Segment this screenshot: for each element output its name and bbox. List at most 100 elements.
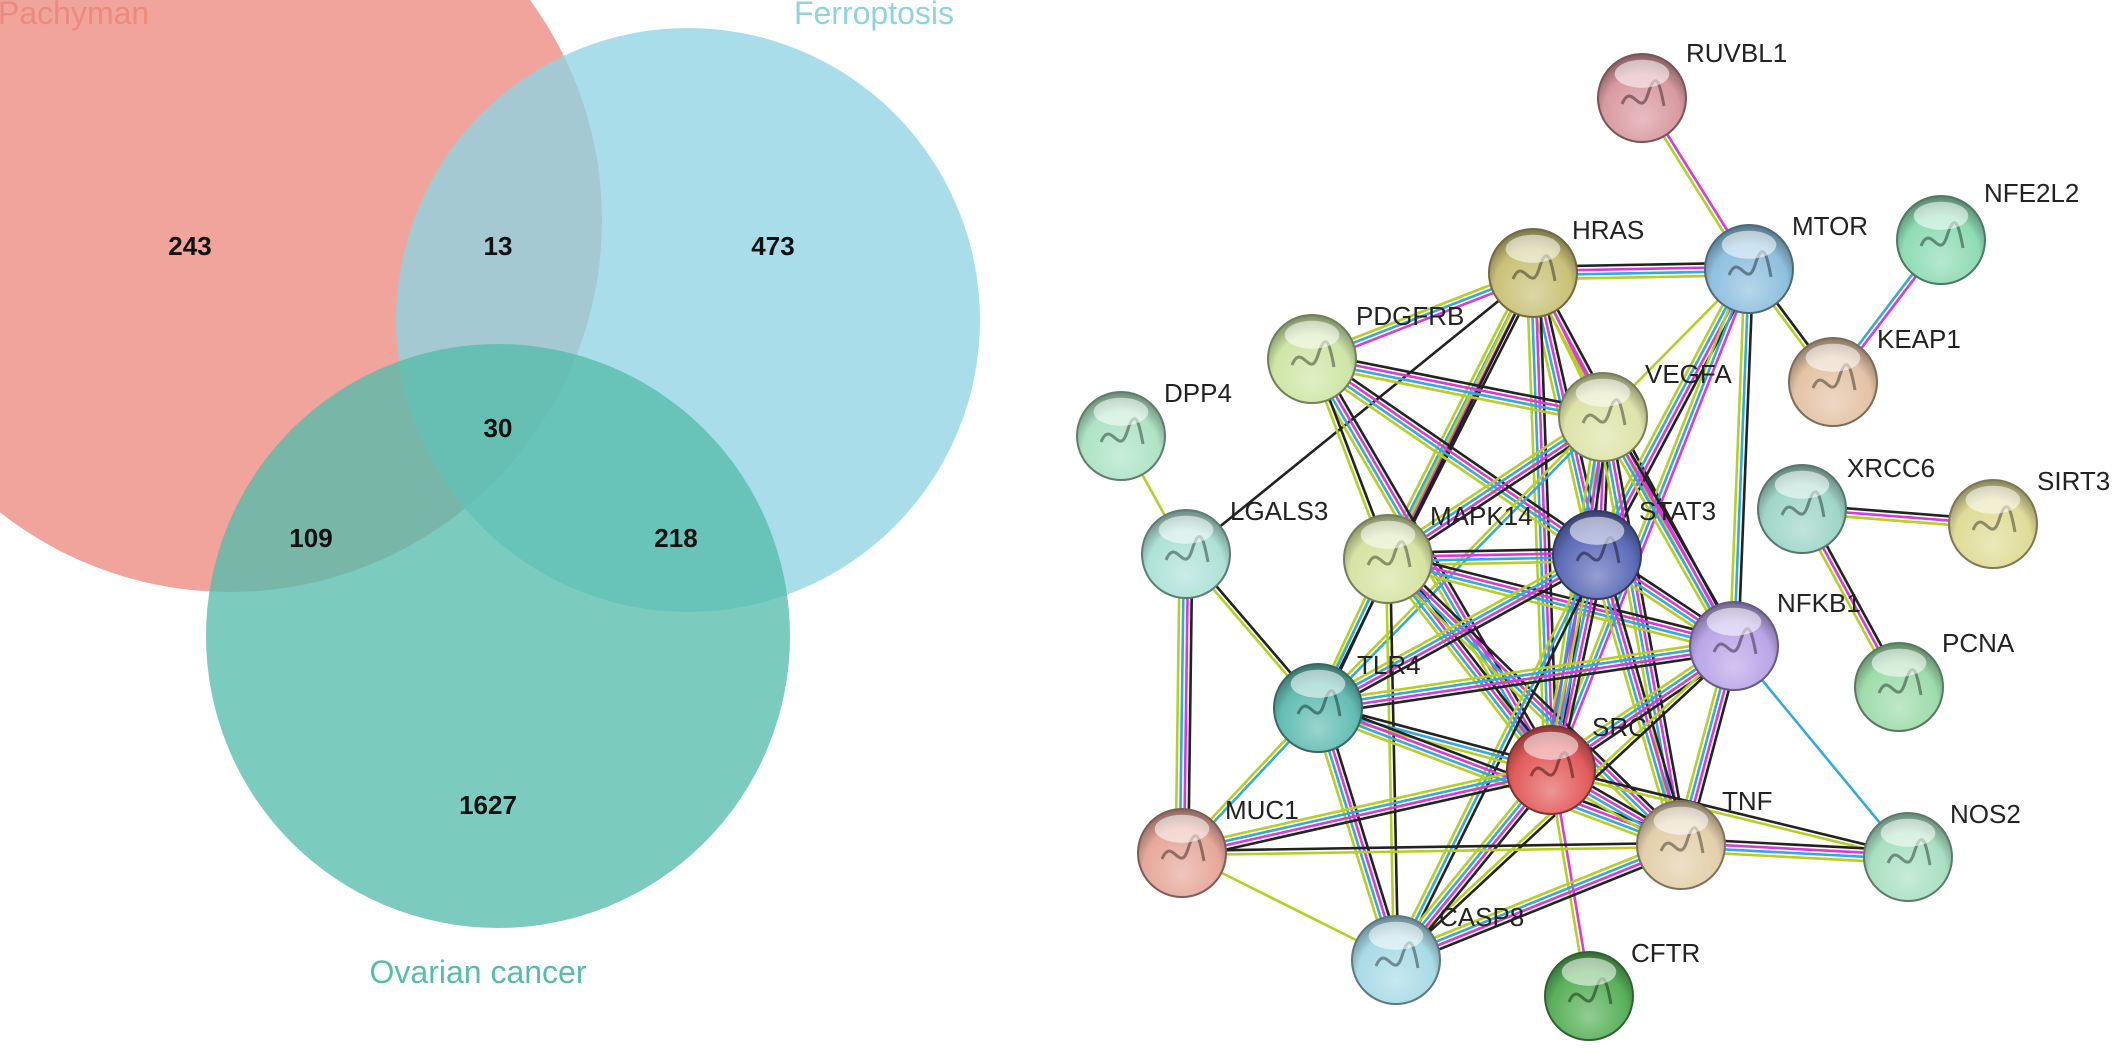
edge-line-yellow-green: [1307, 363, 1595, 562]
node-label-pcna: PCNA: [1942, 628, 2015, 658]
edge-line-yellow-green: [1315, 712, 1680, 853]
edge-line-cyan: [1394, 554, 1599, 961]
node-label-pdgfrb: PDGFRB: [1356, 301, 1464, 331]
protein-structure-icon: [1971, 505, 2017, 533]
node-ruvbl1[interactable]: RUVBL1: [1597, 38, 1787, 143]
edge-line-black: [1181, 841, 1682, 853]
node-label-vegfa: VEGFA: [1645, 359, 1732, 389]
node-gloss: [1706, 607, 1762, 636]
edge-line-cyan: [1181, 766, 1551, 853]
node-label-keap1: KEAP1: [1877, 324, 1961, 354]
node-pcna[interactable]: PCNA: [1854, 628, 2015, 732]
edge-hras-lgals3: [1185, 271, 1534, 556]
node-label-hras: HRAS: [1572, 215, 1644, 245]
edge-line-yellow-green: [1384, 558, 1396, 961]
node-label-dpp4: DPP4: [1164, 378, 1232, 408]
protein-structure-icon: [1575, 536, 1621, 564]
node-xrcc6[interactable]: XRCC6: [1757, 453, 1935, 554]
edge-line-magenta: [1312, 356, 1599, 555]
node-label-sirt3: SIRT3: [2037, 466, 2110, 496]
edge-line-cyan: [1311, 359, 1603, 421]
protein-structure-icon: [1164, 535, 1210, 563]
edge-line-black: [1736, 269, 1755, 647]
node-label-ruvbl1: RUVBL1: [1686, 38, 1787, 68]
venn-count-ferroptosis-only: 473: [751, 231, 794, 261]
protein-structure-icon: [1780, 490, 1826, 518]
venn-count-ferroptosis-ovarian: 218: [654, 523, 697, 553]
venn-count-pachyman-ovarian: 109: [289, 523, 332, 553]
edge-line-black: [1312, 351, 1605, 413]
protein-structure-icon: [1659, 826, 1705, 854]
edge-line-black: [1538, 272, 1559, 770]
edge-line-cyan: [1385, 559, 1681, 848]
protein-structure-icon: [1712, 627, 1758, 655]
edge-nfkb1-nos2: [1732, 645, 1910, 858]
node-label-nfe2l2: NFE2L2: [1984, 178, 2079, 208]
node-gloss: [1523, 731, 1579, 760]
node-nfkb1[interactable]: NFKB1: [1689, 588, 1861, 691]
venn-set-label-ferroptosis: Ferroptosis: [794, 0, 954, 31]
node-label-mapk14: MAPK14: [1430, 501, 1533, 531]
protein-structure-icon: [1099, 417, 1145, 445]
edge-line-yellow-green: [1382, 562, 1678, 851]
node-gloss: [1880, 818, 1936, 847]
node-gloss: [1569, 516, 1625, 545]
node-pdgfrb[interactable]: PDGFRB: [1267, 301, 1464, 404]
node-label-tlr4: TLR4: [1357, 650, 1421, 680]
venn-set-label-ovarian-cancer: Ovarian cancer: [370, 954, 587, 990]
node-gloss: [1154, 814, 1210, 843]
edge-line-cyan: [1178, 553, 1186, 854]
node-keap1[interactable]: KEAP1: [1788, 324, 1961, 427]
node-muc1[interactable]: MUC1: [1137, 795, 1299, 898]
edge-nfkb1-tlr4: [1316, 638, 1736, 716]
protein-structure-icon: [1296, 689, 1342, 717]
edge-line-cyan: [1732, 645, 1910, 858]
node-label-mtor: MTOR: [1792, 211, 1868, 241]
node-sirt3[interactable]: SIRT3: [1948, 466, 2110, 569]
edge-line-black: [1319, 700, 1684, 841]
node-gloss: [1368, 921, 1424, 950]
edge-line-magenta: [1318, 646, 1735, 712]
edge-line-cyan: [1387, 559, 1734, 650]
venn-count-pachyman-only: 243: [168, 231, 211, 261]
edge-mtor-nfkb1: [1728, 268, 1755, 647]
edge-line-black: [1320, 559, 1601, 715]
node-stat3[interactable]: STAT3: [1552, 496, 1716, 600]
edge-line-cyan: [1317, 642, 1734, 708]
venn-diagram: Pachyman Ferroptosis Ovarian cancer 243 …: [0, 0, 980, 990]
edge-line-black: [1397, 849, 1684, 968]
edge-line-cyan: [1593, 555, 1681, 846]
node-mtor[interactable]: MTOR: [1704, 211, 1868, 314]
node-hras[interactable]: HRAS: [1488, 215, 1644, 318]
node-label-xrcc6: XRCC6: [1847, 453, 1935, 483]
node-mapk14[interactable]: MAPK14: [1343, 501, 1533, 604]
edge-line-black: [1389, 551, 1736, 642]
node-label-src: SRC: [1592, 712, 1647, 742]
node-tnf[interactable]: TNF: [1636, 786, 1773, 890]
edge-line-black: [1318, 650, 1736, 716]
node-dpp4[interactable]: DPP4: [1076, 378, 1232, 481]
edge-tnf-casp8: [1393, 837, 1684, 968]
node-gloss: [1505, 234, 1561, 263]
node-vegfa[interactable]: VEGFA: [1558, 359, 1732, 462]
node-tlr4[interactable]: TLR4: [1273, 650, 1421, 753]
edge-line-black: [1398, 556, 1602, 963]
edge-line-yellow-green: [1314, 548, 1595, 704]
node-src[interactable]: SRC: [1506, 712, 1647, 815]
edge-muc1-tnf: [1181, 841, 1682, 857]
node-label-nfkb1: NFKB1: [1777, 588, 1861, 618]
protein-structure-icon: [1529, 751, 1575, 779]
node-label-stat3: STAT3: [1639, 496, 1716, 526]
edge-line-magenta: [1388, 555, 1735, 646]
protein-structure-icon: [1366, 540, 1412, 568]
venn-circle-ovarian-cancer: [206, 344, 790, 928]
node-casp8[interactable]: CASP8: [1351, 902, 1524, 1005]
edge-line-black: [1314, 352, 1602, 551]
node-nfe2l2[interactable]: NFE2L2: [1896, 178, 2079, 285]
edge-line-yellow-green: [1386, 563, 1733, 654]
node-nos2[interactable]: NOS2: [1863, 799, 2021, 902]
node-label-cftr: CFTR: [1631, 938, 1700, 968]
edge-lgals3-muc1: [1174, 553, 1194, 854]
node-cftr[interactable]: CFTR: [1544, 938, 1700, 1041]
node-lgals3[interactable]: LGALS3: [1141, 496, 1328, 599]
